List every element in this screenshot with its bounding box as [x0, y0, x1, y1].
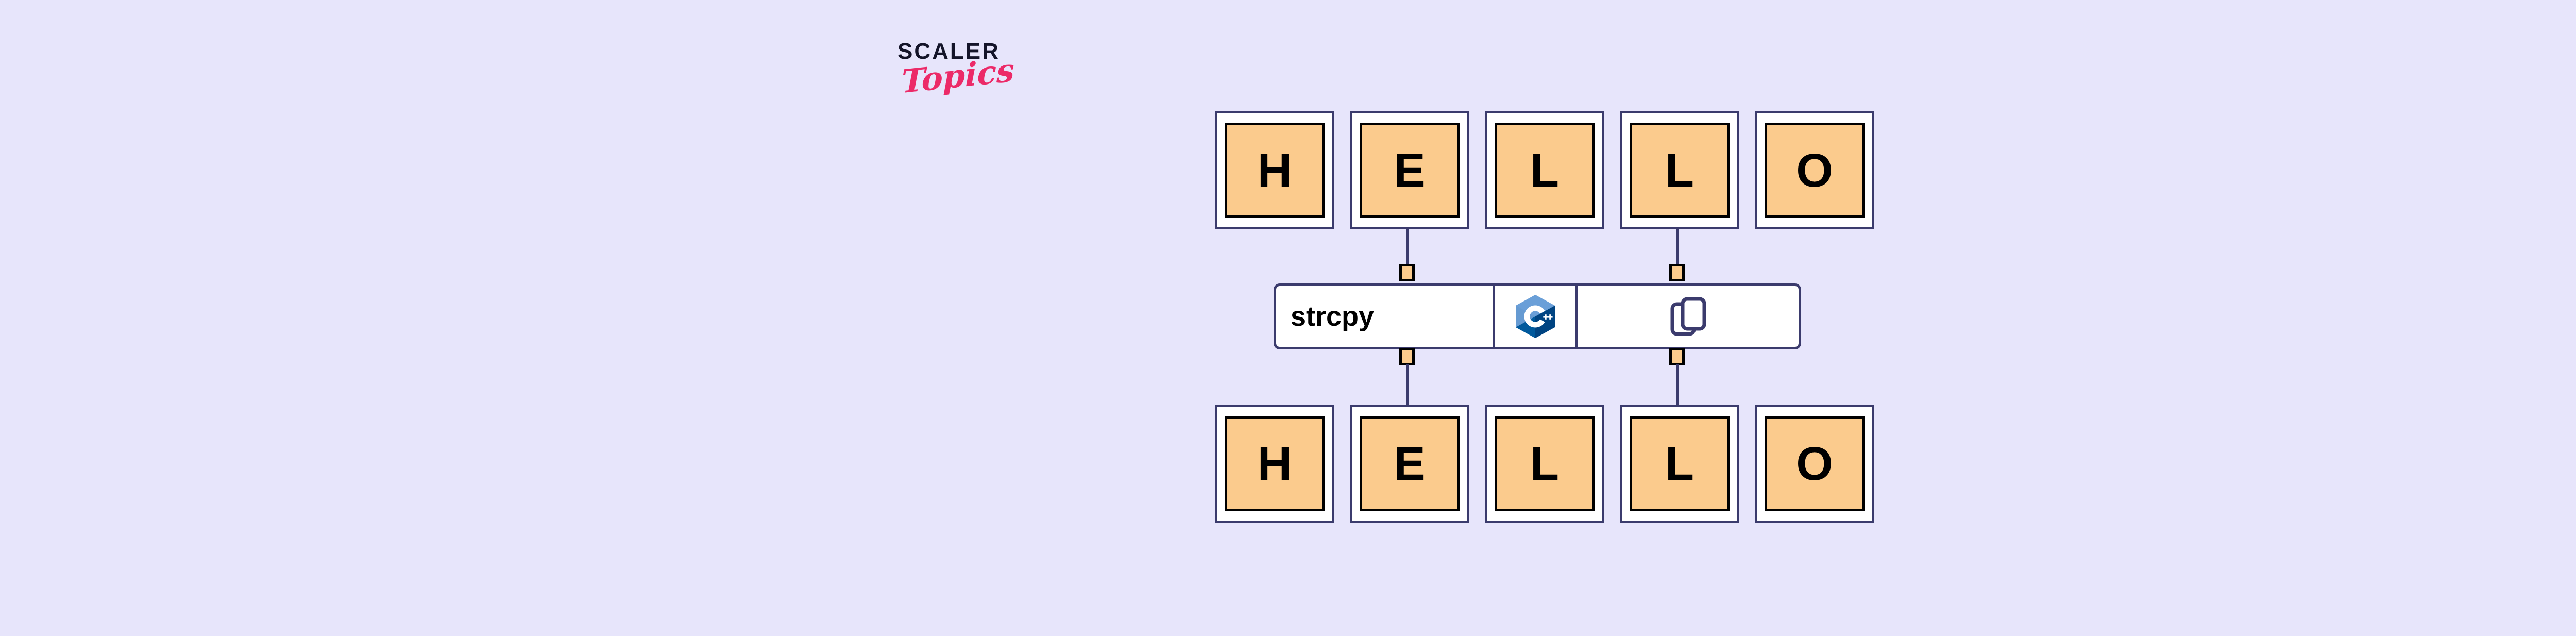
source-cell-4-letter: O — [1796, 144, 1833, 197]
brand-logo: SCALER Topics — [897, 40, 1062, 133]
source-cell-0-inner: H — [1225, 123, 1325, 218]
destination-cell-2-letter: L — [1530, 437, 1560, 490]
copy-action-segment[interactable] — [1578, 286, 1799, 347]
destination-cell-1-inner: E — [1360, 416, 1460, 511]
destination-cell-3-letter: L — [1665, 437, 1694, 490]
destination-cell-4-letter: O — [1796, 437, 1833, 490]
source-cell-2-letter: L — [1530, 144, 1560, 197]
destination-cell-0-letter: H — [1257, 437, 1292, 490]
source-cell-3-inner: L — [1630, 123, 1730, 218]
function-name-label: strcpy — [1291, 301, 1375, 332]
source-cell-4: O — [1755, 111, 1874, 229]
destination-cell-2: L — [1485, 405, 1604, 523]
source-cell-4-inner: O — [1765, 123, 1865, 218]
connector-source-cell-3-line — [1676, 229, 1679, 266]
destination-cell-3-inner: L — [1630, 416, 1730, 511]
connector-dest-cell-1-knob — [1399, 348, 1415, 365]
cpp-logo-icon — [1515, 295, 1555, 338]
source-cell-0-letter: H — [1257, 144, 1292, 197]
source-cell-0: H — [1215, 111, 1334, 229]
connector-dest-cell-1-line — [1406, 364, 1409, 406]
connector-dest-cell-3-line — [1676, 364, 1679, 406]
destination-cell-1-letter: E — [1394, 437, 1426, 490]
connector-source-cell-3-knob — [1669, 264, 1685, 281]
source-cell-2: L — [1485, 111, 1604, 229]
destination-cell-0: H — [1215, 405, 1334, 523]
source-cell-3: L — [1620, 111, 1739, 229]
source-cell-3-letter: L — [1665, 144, 1694, 197]
strcpy-function-bar[interactable]: strcpy — [1274, 283, 1801, 349]
destination-cell-2-inner: L — [1495, 416, 1595, 511]
connector-dest-cell-3-knob — [1669, 348, 1685, 365]
language-icon-segment — [1493, 286, 1578, 347]
brand-logo-scaler-text: SCALER — [897, 39, 1000, 64]
destination-cell-4-inner: O — [1765, 416, 1865, 511]
source-cell-1: E — [1350, 111, 1469, 229]
source-cell-1-letter: E — [1394, 144, 1426, 197]
copy-icon[interactable] — [1670, 296, 1706, 337]
connector-source-cell-1-knob — [1399, 264, 1415, 281]
destination-cell-1: E — [1350, 405, 1469, 523]
destination-cell-3: L — [1620, 405, 1739, 523]
destination-cell-4: O — [1755, 405, 1874, 523]
destination-cell-0-inner: H — [1225, 416, 1325, 511]
function-name-segment: strcpy — [1276, 286, 1493, 347]
source-cell-1-inner: E — [1360, 123, 1460, 218]
connector-source-cell-1-line — [1406, 229, 1409, 266]
source-cell-2-inner: L — [1495, 123, 1595, 218]
